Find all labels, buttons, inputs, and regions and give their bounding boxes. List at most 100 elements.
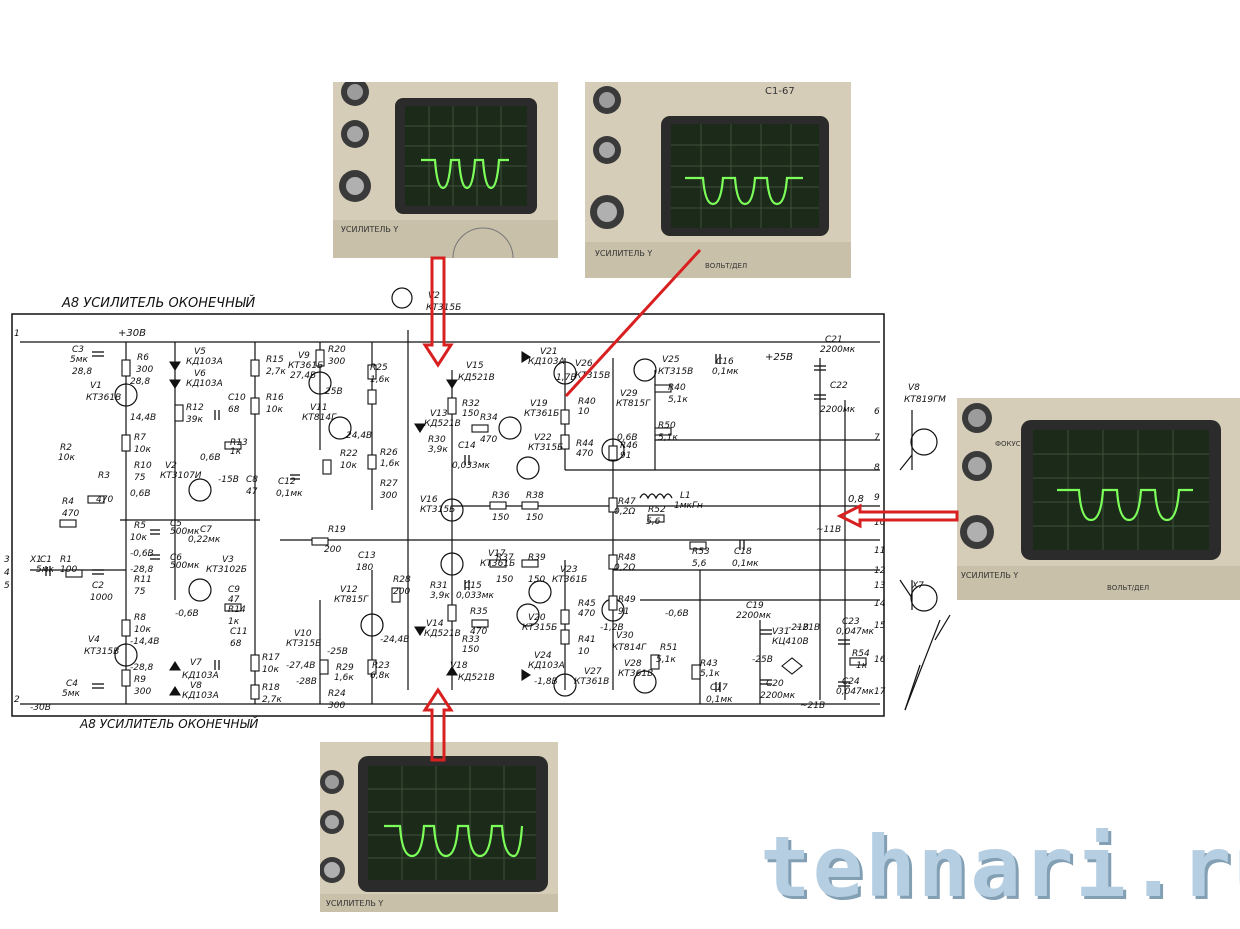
svg-text:470: 470 — [480, 435, 497, 445]
svg-text:R1: R1 — [60, 555, 72, 565]
oscilloscope-top-left-image: УСИЛИТЕЛЬ Y — [333, 82, 558, 258]
svg-text:500мк: 500мк — [170, 561, 200, 571]
oscilloscope-photo-bottom: УСИЛИТЕЛЬ Y — [320, 742, 558, 912]
diode-symbols — [169, 351, 803, 696]
svg-text:5мк: 5мк — [36, 565, 55, 575]
svg-text:17: 17 — [874, 687, 886, 697]
svg-text:1: 1 — [14, 329, 20, 339]
svg-text:R19: R19 — [328, 525, 346, 535]
svg-text:R11: R11 — [134, 575, 152, 585]
svg-text:КД103А: КД103А — [186, 357, 223, 367]
svg-text:V17: V17 — [488, 549, 506, 559]
capacitor-symbols — [45, 351, 850, 692]
svg-text:5,1к: 5,1к — [700, 669, 720, 679]
svg-text:-28,8: -28,8 — [130, 565, 154, 575]
svg-text:-25В: -25В — [752, 655, 773, 665]
svg-text:~21В: ~21В — [795, 623, 820, 633]
svg-text:200: 200 — [324, 545, 341, 555]
svg-text:КТ815Г: КТ815Г — [616, 399, 651, 409]
svg-text:R54: R54 — [852, 649, 870, 659]
svg-text:R28: R28 — [393, 575, 411, 585]
svg-text:R20: R20 — [328, 345, 346, 355]
svg-text:2: 2 — [14, 695, 20, 705]
svg-text:1к: 1к — [230, 447, 242, 457]
svg-text:9: 9 — [874, 493, 880, 503]
arrow-left-right — [836, 503, 959, 529]
svg-text:16: 16 — [874, 655, 886, 665]
svg-text:3,9к: 3,9к — [428, 445, 448, 455]
svg-text:R25: R25 — [370, 363, 388, 373]
svg-text:C22: C22 — [830, 381, 848, 391]
svg-text:КТ361В: КТ361В — [574, 677, 609, 687]
svg-text:5,1к: 5,1к — [656, 655, 676, 665]
svg-text:R53: R53 — [692, 547, 710, 557]
svg-text:V15: V15 — [466, 361, 484, 371]
inductor-l1 — [639, 493, 673, 500]
svg-text:КТ315Б: КТ315Б — [286, 639, 321, 649]
svg-text:28,8: 28,8 — [72, 367, 92, 377]
svg-text:0,1мк: 0,1мк — [706, 695, 733, 705]
svg-text:-27,4В: -27,4В — [286, 661, 315, 671]
svg-text:4: 4 — [4, 568, 10, 578]
svg-text:V31: V31 — [772, 627, 790, 637]
svg-text:2200мк: 2200мк — [736, 611, 772, 621]
svg-text:КД103А: КД103А — [528, 661, 565, 671]
svg-text:R41: R41 — [578, 635, 596, 645]
svg-text:C11: C11 — [230, 627, 248, 637]
svg-text:5,6: 5,6 — [692, 559, 707, 569]
svg-text:C20: C20 — [766, 679, 784, 689]
svg-text:R13: R13 — [230, 438, 248, 448]
svg-text:R18: R18 — [262, 683, 280, 693]
svg-text:R6: R6 — [137, 353, 149, 363]
svg-text:1,6к: 1,6к — [334, 673, 354, 683]
transistor-symbols — [114, 287, 938, 697]
svg-text:V7: V7 — [190, 658, 202, 668]
svg-text:6,8к: 6,8к — [370, 671, 390, 681]
svg-text:КТ361В: КТ361В — [86, 393, 121, 403]
oscilloscope-photo-top-right: С1-67 УСИЛИТЕЛЬ Y ВОЛЬТ/ДЕЛ — [585, 82, 851, 278]
svg-text:C10: C10 — [228, 393, 246, 403]
svg-text:12: 12 — [874, 566, 886, 576]
svg-text:КТ3107И: КТ3107И — [160, 471, 202, 481]
svg-text:C13: C13 — [358, 551, 376, 561]
svg-text:5,1к: 5,1к — [658, 433, 678, 443]
svg-text:14,4В: 14,4В — [130, 413, 156, 423]
svg-text:0,033мк: 0,033мк — [452, 461, 491, 471]
svg-text:V2: V2 — [165, 461, 177, 471]
svg-text:-28В: -28В — [296, 677, 317, 687]
resistor-symbols — [59, 349, 867, 700]
svg-text:R40: R40 — [578, 397, 596, 407]
svg-text:0,2Ω: 0,2Ω — [614, 563, 635, 573]
svg-text:10к: 10к — [134, 625, 151, 635]
svg-text:V22: V22 — [534, 433, 552, 443]
svg-text:47: 47 — [246, 487, 258, 497]
svg-text:91: 91 — [620, 451, 631, 461]
amplifier-schematic: А8 УСИЛИТЕЛЬ ОКОНЕЧНЫЙ А8 УСИЛИТЕЛЬ ОКОН… — [4, 287, 951, 731]
svg-text:V11: V11 — [310, 403, 328, 413]
arrow-down-top-left — [422, 256, 454, 368]
svg-text:-14,4В: -14,4В — [130, 637, 159, 647]
svg-text:V23: V23 — [560, 565, 578, 575]
svg-text:R8: R8 — [134, 613, 146, 623]
svg-text:КТ3102Б: КТ3102Б — [206, 565, 247, 575]
svg-text:V12: V12 — [340, 585, 358, 595]
svg-text:150: 150 — [526, 513, 543, 523]
svg-text:УСИЛИТЕЛЬ Y: УСИЛИТЕЛЬ Y — [961, 571, 1018, 580]
oscilloscope-photo-right: ФОКУС УСИЛИТЕЛЬ Y ВОЛЬТ/ДЕЛ — [957, 398, 1240, 600]
svg-text:КТ315Б: КТ315Б — [528, 443, 563, 453]
svg-text:91: 91 — [618, 607, 629, 617]
svg-text:R33: R33 — [462, 635, 480, 645]
svg-text:R14: R14 — [228, 605, 246, 615]
svg-text:10к: 10к — [58, 453, 75, 463]
svg-text:КТ361В: КТ361В — [618, 669, 653, 679]
svg-text:R4: R4 — [62, 497, 74, 507]
svg-text:R48: R48 — [618, 553, 636, 563]
svg-text:R2: R2 — [60, 443, 72, 453]
svg-text:КД103А: КД103А — [182, 671, 219, 681]
svg-text:R46: R46 — [620, 441, 638, 451]
svg-text:10: 10 — [578, 407, 590, 417]
svg-text:C16: C16 — [716, 357, 734, 367]
svg-text:V9: V9 — [298, 351, 310, 361]
svg-text:5мк: 5мк — [62, 689, 81, 699]
